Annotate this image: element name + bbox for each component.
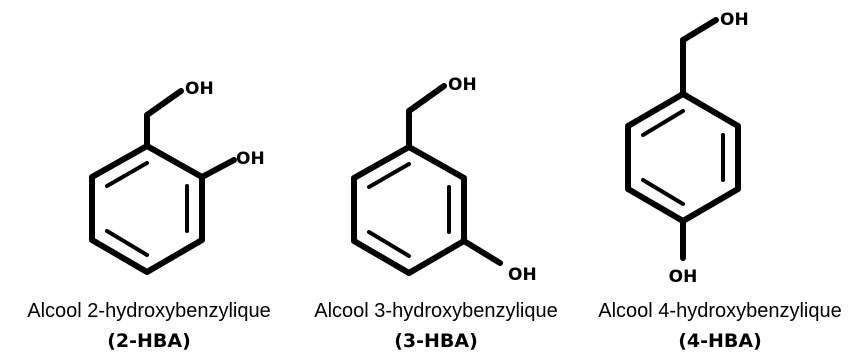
name-3-hba: Alcool 3-hydroxybenzylique (314, 300, 557, 322)
ch2oh-label-4-hba: OH (720, 10, 749, 30)
inner-double-bond (105, 229, 149, 257)
code-4-hba: (4-HBA) (678, 330, 762, 352)
ch2oh-label-3-hba: OH (448, 75, 477, 95)
ch2-oh-bond-4-hba (680, 17, 719, 43)
benzene-ring-2-hba (89, 143, 205, 275)
phenol-bond-2-hba (199, 157, 237, 180)
name-2-hba: Alcool 2-hydroxybenzylique (27, 300, 270, 322)
benzene-ring-4-hba (625, 91, 741, 224)
molecule-3-hba: OH OH (351, 75, 537, 285)
inner-double-bond (641, 178, 685, 206)
phenol-label-2-hba: OH (236, 149, 265, 169)
code-2-hba: (2-HBA) (107, 330, 191, 352)
ch2-oh-bond-2-hba (144, 88, 184, 118)
inner-double-bond (367, 162, 411, 189)
molecule-2-hba: OH OH (89, 79, 265, 275)
code-3-hba: (3-HBA) (394, 330, 478, 352)
ring-outline-3-hba (351, 144, 467, 276)
name-4-hba: Alcool 4-hydroxybenzylique (598, 300, 841, 322)
phenol-label-3-hba: OH (508, 265, 537, 285)
phenol-bond-3-hba (461, 238, 503, 266)
inner-double-bond (641, 109, 685, 137)
inner-double-bond (367, 230, 411, 258)
molecule-4-hba: OH OH (625, 10, 749, 287)
inner-double-bond (105, 161, 149, 188)
ch2oh-label-2-hba: OH (185, 79, 214, 99)
phenol-label-4-hba: OH (669, 267, 698, 287)
ch2-oh-bond-3-hba (406, 83, 447, 114)
benzene-ring-3-hba (351, 144, 467, 276)
